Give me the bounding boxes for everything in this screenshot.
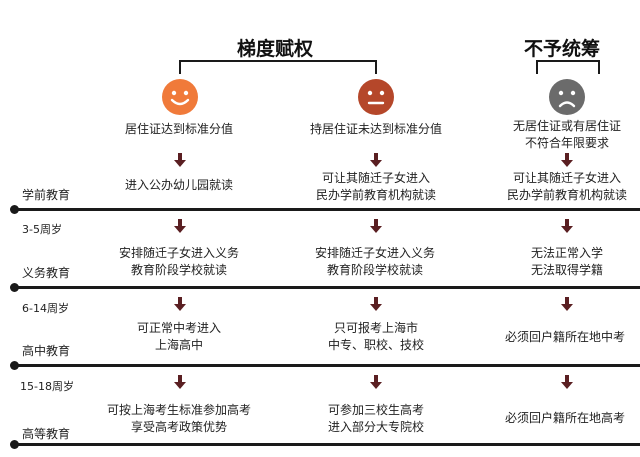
arrow-down-icon (370, 219, 382, 233)
condition-1: 居住证达到标准分值 (104, 121, 254, 138)
arrow-down-icon (561, 297, 573, 311)
cell-line: 无法取得学籍 (530, 263, 603, 277)
condition-2: 持居住证未达到标准分值 (296, 121, 456, 138)
age-label-preschool: 3-5周岁 (22, 223, 62, 236)
cell-line: 进入公办幼儿园就读 (124, 178, 233, 192)
arrow-down-icon (561, 153, 573, 167)
arrow-down-icon (370, 375, 382, 389)
bracket-left (179, 60, 377, 74)
arrow-down-icon (561, 375, 573, 389)
condition-1-line: 居住证达到标准分值 (124, 122, 233, 136)
cell-line: 只可报考上海市 (333, 321, 418, 335)
stage-label-compulsory: 义务教育 (22, 266, 71, 280)
cell-line: 可参加三校生高考 (327, 403, 424, 417)
cell-higher-2: 可参加三校生高考 进入部分大专院校 (296, 402, 456, 436)
stage-label-higher: 高等教育 (22, 427, 71, 441)
cell-compulsory-3: 无法正常入学 无法取得学籍 (495, 245, 639, 279)
cell-preschool-2: 可让其随迁子女进入 民办学前教育机构就读 (296, 170, 456, 204)
cell-higher-1: 可按上海考生标准参加高考 享受高考政策优势 (84, 402, 274, 436)
smile-face-icon (162, 79, 198, 115)
timeline-line (14, 364, 640, 367)
header-gradient-rights: 梯度赋权 (237, 38, 314, 60)
cell-preschool-3: 可让其随迁子女进入 民办学前教育机构就读 (495, 170, 639, 204)
cell-preschool-1: 进入公办幼儿园就读 (104, 177, 254, 194)
cell-line: 必须回户籍所在地中考 (504, 330, 625, 344)
cell-higher-3: 必须回户籍所在地高考 (492, 410, 638, 427)
cell-line: 可正常中考进入 (136, 321, 221, 335)
cell-line: 民办学前教育机构就读 (506, 188, 627, 202)
timeline-line (14, 443, 640, 446)
cell-line: 享受高考政策优势 (130, 420, 227, 434)
cell-highschool-1: 可正常中考进入 上海高中 (104, 320, 254, 354)
arrow-down-icon (174, 297, 186, 311)
cell-compulsory-1: 安排随迁子女进入义务 教育阶段学校就读 (96, 245, 262, 279)
cell-line: 教育阶段学校就读 (326, 263, 423, 277)
arrow-down-icon (174, 219, 186, 233)
header-not-coordinated: 不予统筹 (524, 38, 601, 60)
timeline-line (14, 208, 640, 211)
cell-line: 可让其随迁子女进入 (321, 171, 430, 185)
cell-line: 中专、职校、技校 (327, 338, 424, 352)
stage-label-highschool: 高中教育 (22, 344, 71, 358)
neutral-face-icon (358, 79, 394, 115)
cell-line: 安排随迁子女进入义务 (118, 246, 239, 260)
arrow-down-icon (370, 153, 382, 167)
cell-compulsory-2: 安排随迁子女进入义务 教育阶段学校就读 (292, 245, 458, 279)
age-label-compulsory: 6-14周岁 (22, 302, 69, 315)
cell-line: 上海高中 (154, 338, 203, 352)
cell-highschool-2: 只可报考上海市 中专、职校、技校 (296, 320, 456, 354)
bracket-right (536, 60, 600, 74)
cell-line: 安排随迁子女进入义务 (314, 246, 435, 260)
cell-line: 必须回户籍所在地高考 (504, 411, 625, 425)
condition-3-line-2: 不符合年限要求 (524, 136, 609, 150)
cell-line: 无法正常入学 (530, 246, 603, 260)
arrow-down-icon (561, 219, 573, 233)
arrow-down-icon (174, 375, 186, 389)
condition-3: 无居住证或有居住证 不符合年限要求 (495, 118, 639, 152)
cell-line: 进入部分大专院校 (327, 420, 424, 434)
sad-face-icon (549, 79, 585, 115)
stage-label-preschool: 学前教育 (22, 188, 71, 202)
cell-line: 教育阶段学校就读 (130, 263, 227, 277)
age-label-highschool: 15-18周岁 (20, 380, 74, 393)
cell-line: 可按上海考生标准参加高考 (106, 403, 251, 417)
condition-3-line-1: 无居住证或有居住证 (512, 119, 621, 133)
timeline-line (14, 286, 640, 289)
cell-line: 民办学前教育机构就读 (315, 188, 436, 202)
arrow-down-icon (370, 297, 382, 311)
cell-highschool-3: 必须回户籍所在地中考 (492, 329, 638, 346)
condition-2-line: 持居住证未达到标准分值 (309, 122, 442, 136)
cell-line: 可让其随迁子女进入 (512, 171, 621, 185)
arrow-down-icon (174, 153, 186, 167)
